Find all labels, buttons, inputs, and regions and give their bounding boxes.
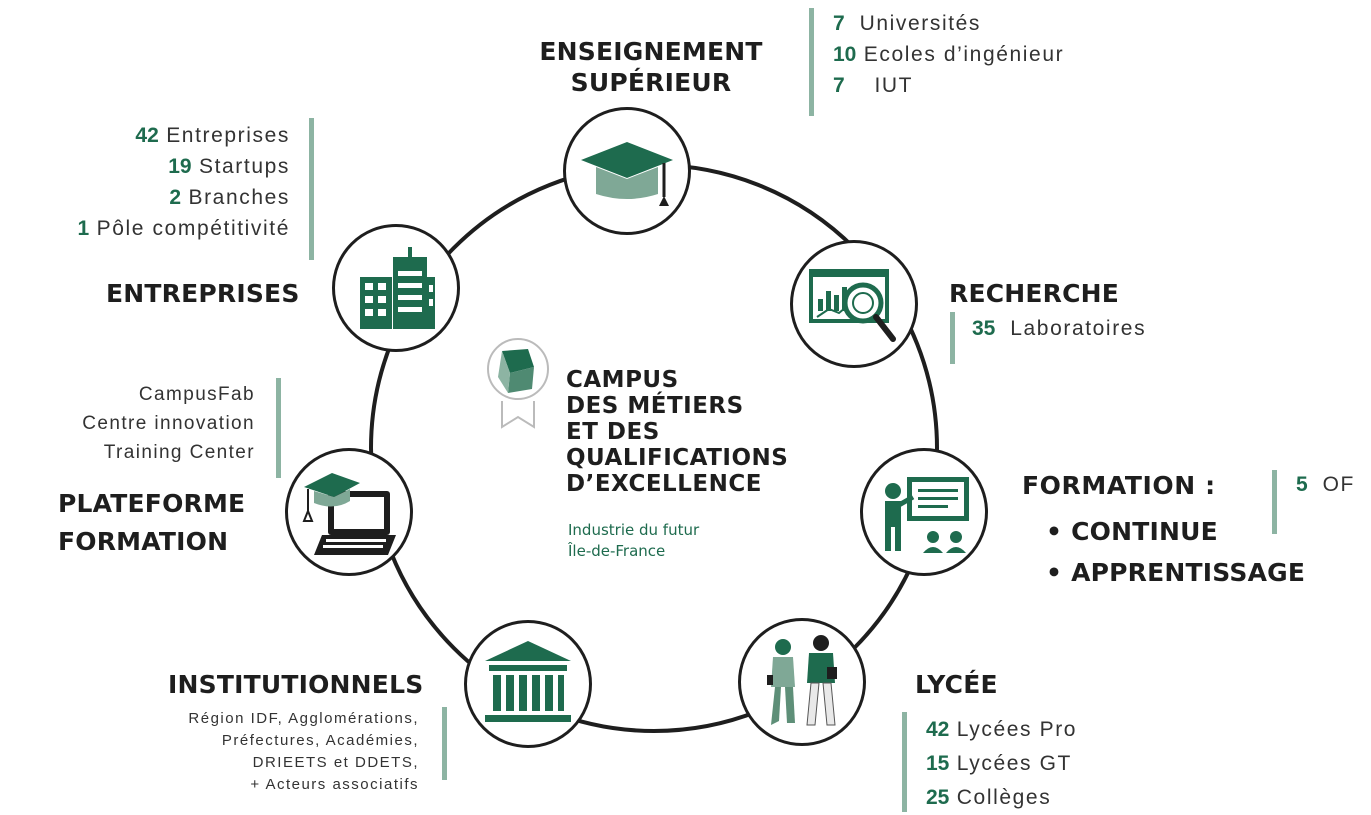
enseignement-node (563, 107, 691, 235)
enseignement-stats: 7 Universités 10 Ecoles d’ingénieur 7 IU… (833, 8, 1064, 101)
institutionnels-lines: Région IDF, Agglomérations, Préfectures,… (188, 710, 419, 793)
entreprises-heading: ENTREPRISES (106, 279, 300, 308)
entreprises-divider (309, 118, 314, 260)
lycee-heading: LYCÉE (915, 670, 998, 699)
formation-divider (1272, 470, 1277, 534)
institutionnels-node (464, 620, 592, 748)
plateforme-divider (276, 378, 281, 478)
center-subtitle: Industrie du futur Île-de-France (568, 521, 700, 560)
plateforme-heading: PLATEFORME FORMATION (58, 489, 246, 556)
center-title: CAMPUS DES MÉTIERS ET DES QUALIFICATIONS… (566, 367, 789, 497)
entreprises-stats: 42 Entreprises 19 Startups 2 Branches 1 … (77, 124, 290, 240)
formation-bullets: • CONTINUE • APPRENTISSAGE (1046, 517, 1306, 587)
stat-line: 7 Universités (833, 12, 982, 35)
stat-line: 7 IUT (833, 74, 914, 97)
plateforme-items: CampusFab Centre innovation Training Cen… (82, 384, 255, 463)
stat-line: 10 Ecoles d’ingénieur (833, 43, 1065, 66)
plateforme-node (285, 448, 413, 576)
institutionnels-divider (442, 707, 447, 780)
laptop-graduation-icon (302, 473, 396, 555)
recherche-stats: 35 Laboratoires (972, 317, 1147, 340)
campus-logo-icon (487, 338, 549, 429)
recherche-divider (950, 312, 955, 364)
lycee-stats: 42 Lycées Pro 15 Lycées GT 25 Collèges (926, 718, 1078, 809)
data-analysis-icon (809, 269, 896, 342)
formation-node (860, 448, 988, 576)
formation-heading: FORMATION : (1022, 471, 1216, 500)
enseignement-heading: ENSEIGNEMENT SUPÉRIEUR (539, 37, 763, 97)
recherche-node (790, 240, 918, 368)
enseignement-divider (809, 8, 814, 116)
graduation-cap-icon (581, 142, 673, 206)
lycee-node (738, 618, 866, 746)
students-icon (767, 635, 837, 726)
entreprises-node (332, 224, 460, 352)
formation-stats: 5 OF (1296, 473, 1355, 496)
teacher-board-icon (885, 477, 969, 553)
lycee-divider (902, 712, 907, 812)
institutionnels-heading: INSTITUTIONNELS (168, 670, 424, 699)
institution-building-icon (485, 641, 571, 722)
office-building-icon (360, 247, 435, 329)
recherche-heading: RECHERCHE (949, 279, 1120, 308)
